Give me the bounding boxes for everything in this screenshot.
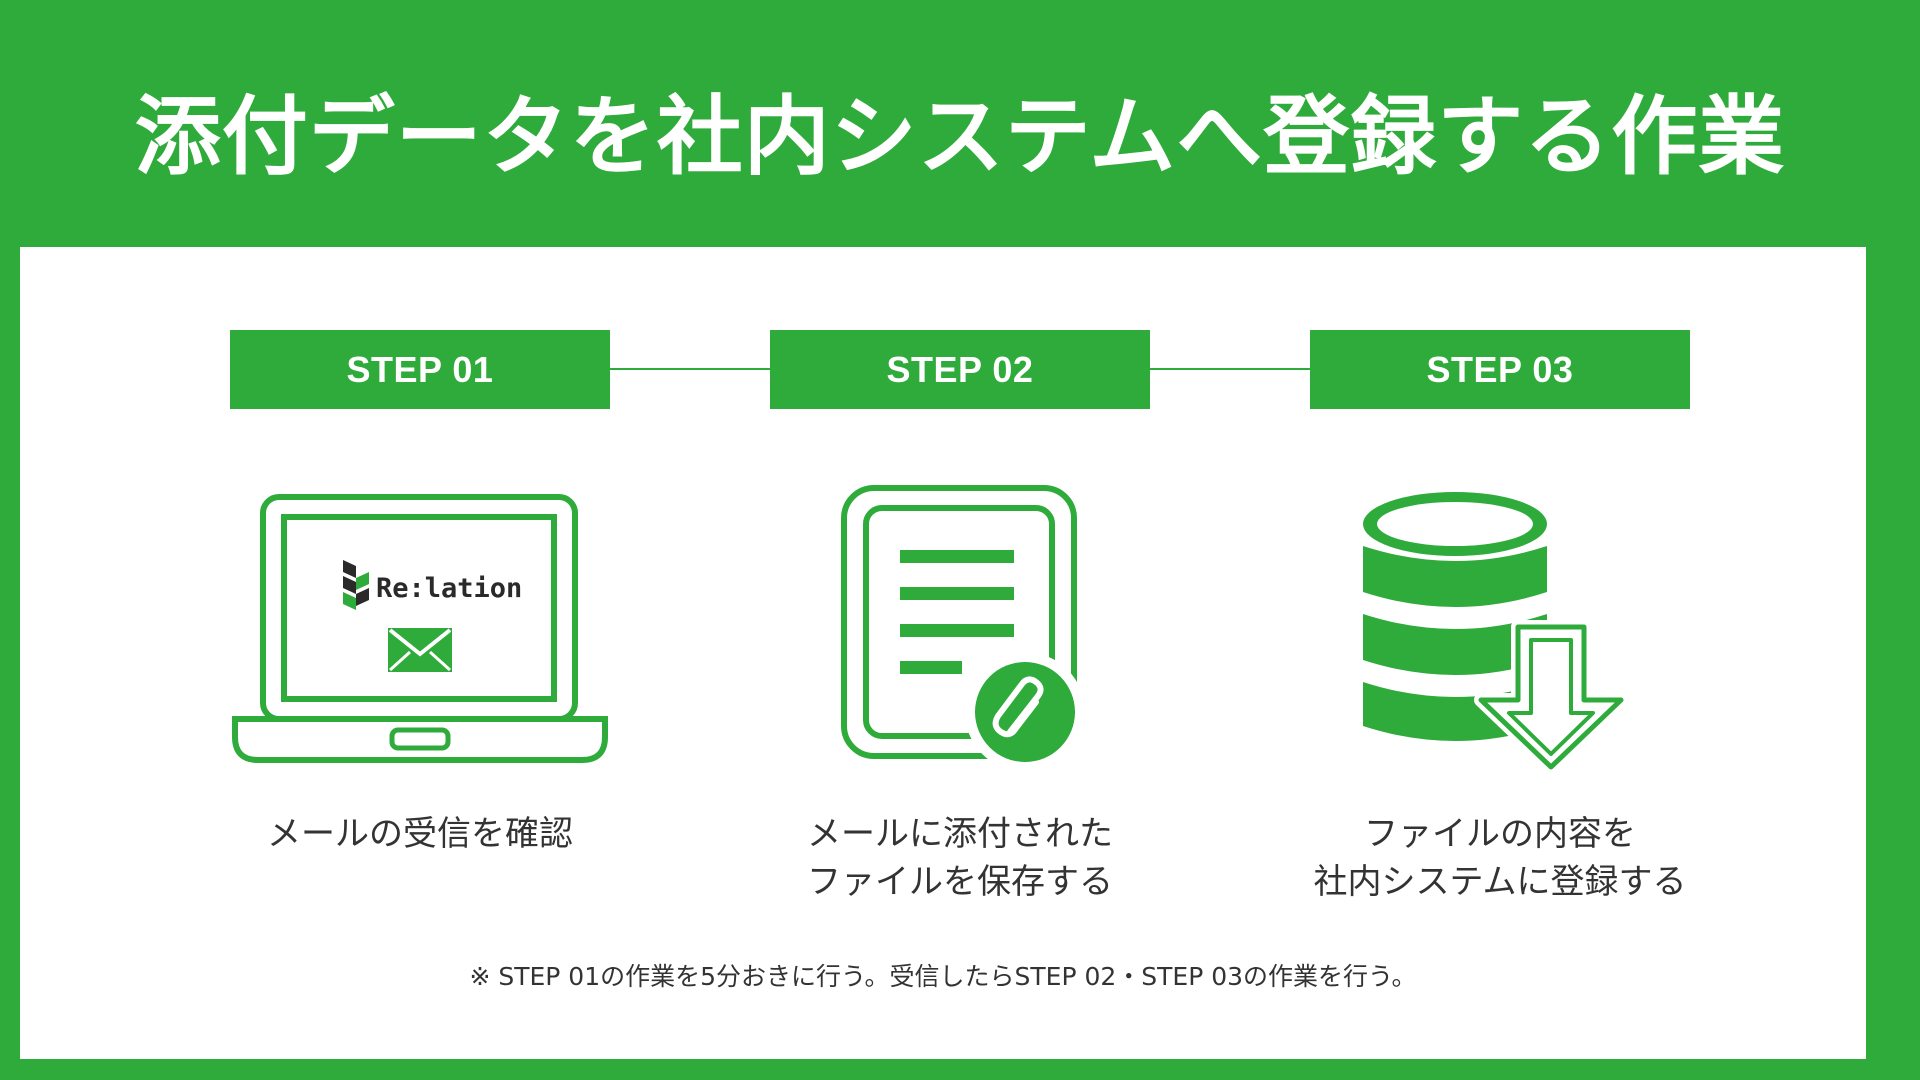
step-03-label-line-2: 社内システムに登録する <box>1313 862 1687 902</box>
content-panel: STEP 01 STEP 02 STEP 03 Re:lation <box>20 247 1866 1059</box>
envelope-icon <box>388 628 452 672</box>
step-03-label: ファイルの内容を 社内システムに登録する <box>1250 810 1750 906</box>
relation-brand-text: Re:lation <box>376 573 522 604</box>
footnote: ※ STEP 01の作業を5分おきに行う。受信したらSTEP 02・STEP 0… <box>469 962 1417 991</box>
step-01-label: メールの受信を確認 <box>170 810 670 858</box>
step-01-label-line-1: メールの受信を確認 <box>267 814 573 854</box>
page-title: 添付データを社内システムへ登録する作業 <box>134 86 1786 187</box>
step-01-badge: STEP 01 <box>230 330 610 409</box>
laptop-mail-icon: Re:lation <box>232 494 608 763</box>
step-03-label-line-1: ファイルの内容を <box>1364 814 1636 854</box>
step-connector-2 <box>1150 368 1310 370</box>
step-03-badge: STEP 03 <box>1310 330 1690 409</box>
relation-logo-icon <box>343 560 369 610</box>
document-attachment-icon <box>841 485 1085 772</box>
step-02-label-line-1: メールに添付された <box>807 814 1113 854</box>
step-02-label: メールに添付された ファイルを保存する <box>710 810 1210 906</box>
step-02-badge: STEP 02 <box>770 330 1150 409</box>
database-download-icon <box>1363 492 1628 772</box>
step-connector-1 <box>610 368 770 370</box>
step-02-label-line-2: ファイルを保存する <box>807 862 1113 902</box>
